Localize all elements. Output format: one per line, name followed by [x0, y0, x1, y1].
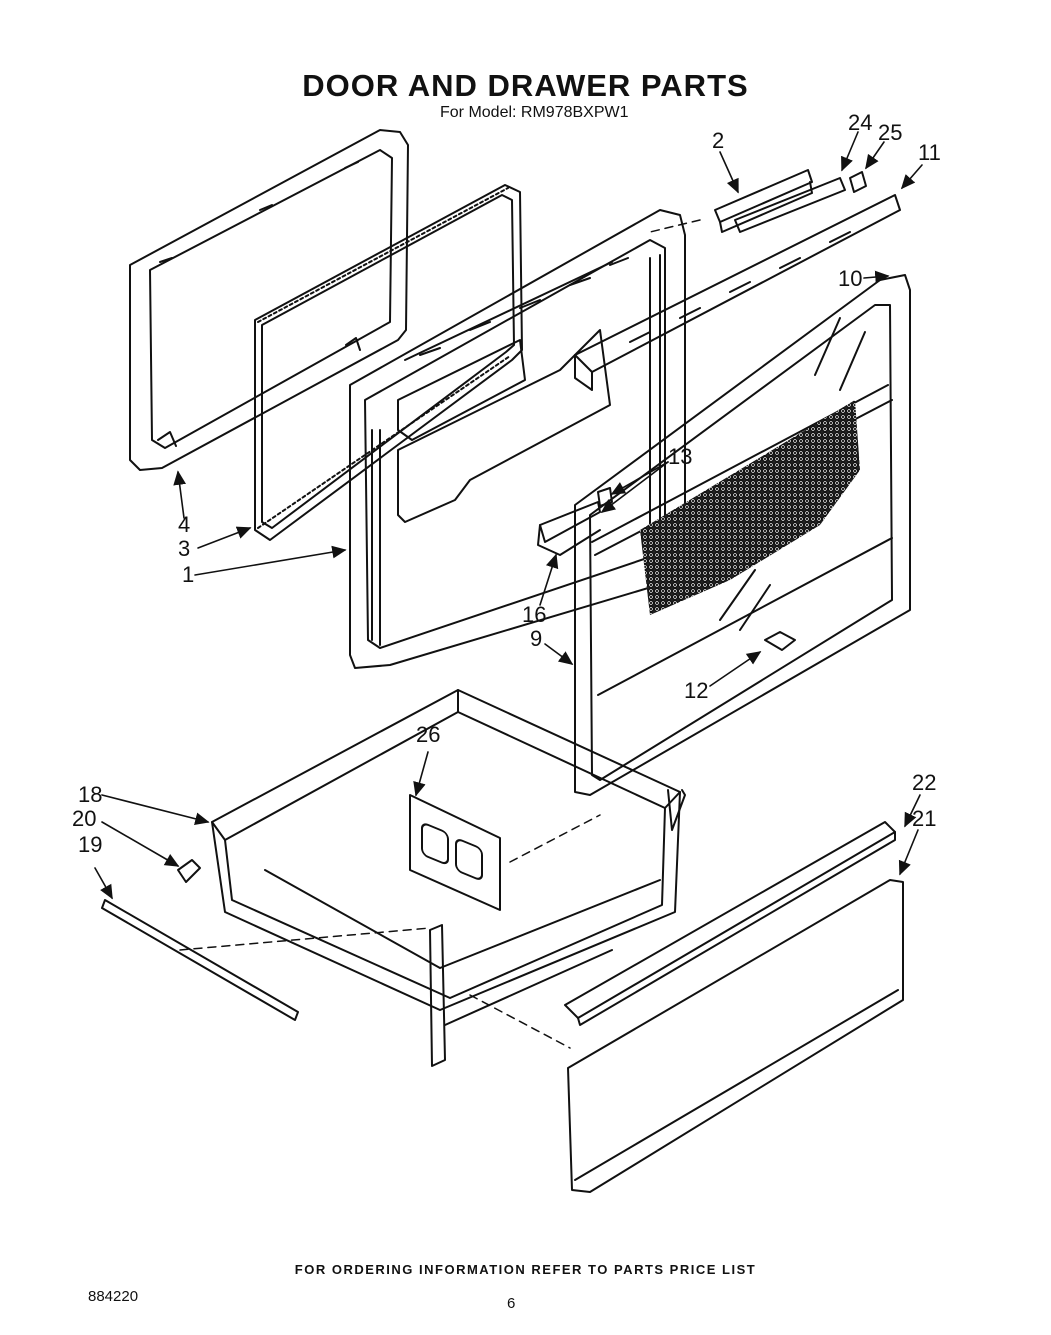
callout-3: 3: [178, 536, 190, 561]
callout-20: 20: [72, 806, 96, 831]
callout-24: 24: [848, 110, 872, 135]
drawer-front-panel: [567, 879, 904, 1193]
door-gasket: [254, 184, 523, 541]
door-outer-panel: [129, 129, 409, 471]
callout-leaders: [94, 131, 923, 900]
drawer-slide-post: [429, 924, 613, 1067]
door-top-brackets: [574, 169, 901, 391]
callout-18: 18: [78, 782, 102, 807]
callout-1: 1: [182, 562, 194, 587]
callout-21: 21: [912, 806, 936, 831]
callout-10: 10: [838, 266, 862, 291]
drawer-rail: [101, 899, 299, 1021]
page-title: DOOR AND DRAWER PARTS: [302, 68, 749, 103]
alignment-lines: [179, 219, 701, 1049]
drawer-body: [211, 689, 686, 1011]
ordering-note: FOR ORDERING INFORMATION REFER TO PARTS …: [294, 1262, 757, 1277]
callout-11: 11: [918, 140, 941, 165]
drawer-front-rail: [564, 821, 896, 1026]
callout-26: 26: [416, 722, 440, 747]
drawer-stop-clip: [177, 859, 201, 883]
door-inner-liner: [349, 209, 686, 669]
callout-4: 4: [178, 512, 190, 537]
callout-labels: 2 24 25 11 10 13 4 3 1 16 9 12 26 18 20 …: [72, 110, 941, 857]
callout-13: 13: [668, 444, 692, 469]
model-subtitle: For Model: RM978BXPW1: [440, 104, 629, 121]
callout-12: 12: [684, 678, 708, 703]
callout-2: 2: [712, 128, 724, 153]
callout-22: 22: [912, 770, 936, 795]
callout-9: 9: [530, 626, 542, 651]
callout-19: 19: [78, 832, 102, 857]
drawer-divider: [409, 794, 501, 911]
document-number: 884220: [88, 1288, 139, 1305]
callout-16: 16: [522, 602, 546, 627]
callout-25: 25: [878, 120, 902, 145]
door-window-mesh: [640, 400, 860, 615]
page-number: 6: [507, 1295, 516, 1312]
